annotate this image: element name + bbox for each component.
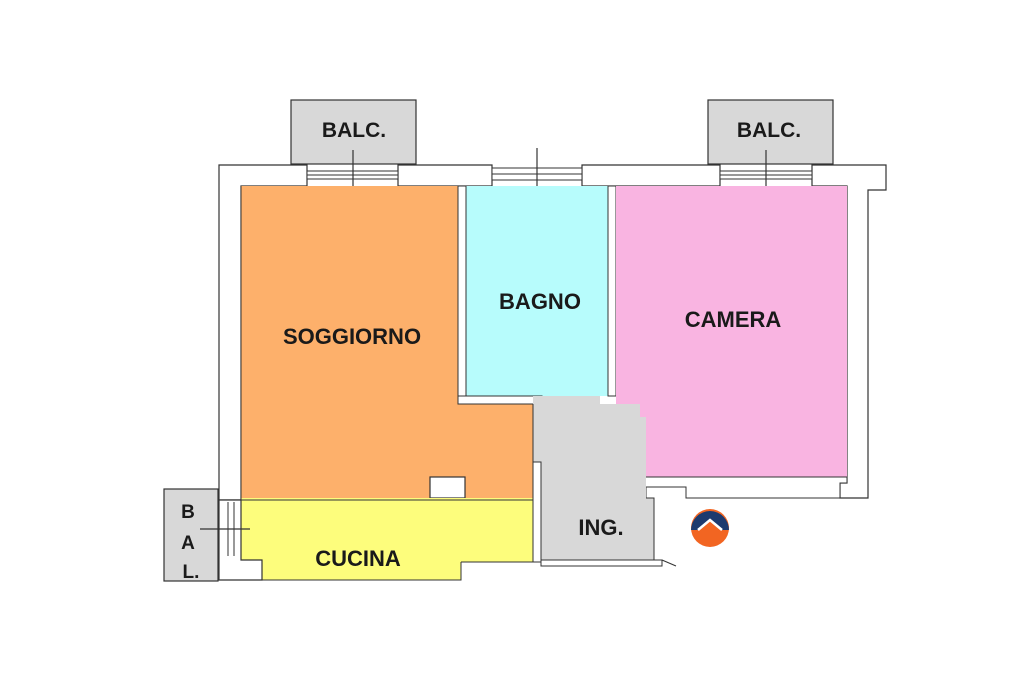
outer-wall-top-mid2	[581, 164, 721, 187]
window-bagno	[491, 148, 583, 192]
room-camera	[616, 186, 847, 477]
wall-camera-bottom	[637, 476, 848, 499]
room-outlines	[240, 186, 534, 581]
kitchen-column	[429, 476, 466, 499]
room-cucina	[241, 498, 533, 580]
balcony-label-left: BALC.	[322, 119, 386, 142]
agency-logo-icon	[691, 509, 729, 547]
entrance-door	[661, 559, 677, 567]
balcony-label-right: BALC.	[737, 119, 801, 142]
room-label-cucina: CUCINA	[315, 546, 401, 571]
balcony-right	[707, 99, 834, 165]
outer-wall-top-mid	[397, 164, 493, 187]
balcony-side-letter-a: A	[181, 533, 195, 554]
balcony-side-letter-b: B	[181, 502, 195, 523]
balcony-side	[163, 488, 219, 582]
wall-soggiorno-bagno	[457, 185, 467, 405]
room-bagno	[466, 186, 608, 396]
room-label-ingresso: ING.	[578, 515, 623, 540]
window-camera	[719, 150, 813, 192]
room-ingresso	[533, 396, 654, 560]
wall-ingresso-right	[540, 497, 663, 567]
balcony-side-letter-l: L.	[183, 562, 200, 583]
window-soggiorno	[306, 150, 399, 192]
wall-bagno-bottom	[457, 395, 543, 405]
wall-ingresso-left	[532, 461, 542, 563]
door-side-balcony	[200, 502, 250, 556]
wall-bagno-camera	[607, 185, 617, 397]
room-label-soggiorno: SOGGIORNO	[283, 324, 421, 349]
room-label-bagno: BAGNO	[499, 289, 581, 314]
room-soggiorno	[241, 186, 533, 498]
room-label-camera: CAMERA	[685, 307, 782, 332]
